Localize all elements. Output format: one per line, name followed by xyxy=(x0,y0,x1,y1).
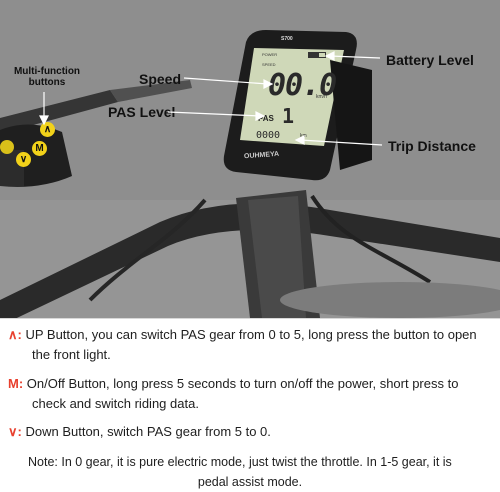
up-text-line1: UP Button, you can switch PAS gear from … xyxy=(21,327,477,342)
button-edge-icon xyxy=(0,140,14,154)
callout-battery-level: Battery Level xyxy=(386,52,474,68)
display-power-label: POWER xyxy=(262,52,278,57)
display-speed-value: 00.0 xyxy=(268,68,337,103)
mode-text-line1: On/Off Button, long press 5 seconds to t… xyxy=(23,376,459,391)
note-line1: Note: In 0 gear, it is pure electric mod… xyxy=(28,455,452,469)
callout-multi-function-line2: buttons xyxy=(28,77,66,88)
instruction-up: ∧: UP Button, you can switch PAS gear fr… xyxy=(0,325,500,365)
instruction-down: ∨: Down Button, switch PAS gear from 5 t… xyxy=(0,422,500,442)
callout-trip-distance: Trip Distance xyxy=(388,138,476,154)
up-symbol: ∧: xyxy=(8,327,22,342)
display-pas-label: PAS xyxy=(258,114,274,123)
mode-text-line2: check and switch riding data. xyxy=(32,396,199,411)
callout-multi-function: Multi-function buttons xyxy=(4,66,90,88)
down-button[interactable]: ∨ xyxy=(16,152,31,167)
callout-pas-level: PAS Level xyxy=(108,104,176,120)
up-button[interactable]: ∧ xyxy=(40,122,55,137)
battery-icon xyxy=(308,52,326,58)
display-speed-unit: km/h xyxy=(316,94,327,100)
callout-speed: Speed xyxy=(139,71,182,87)
display-trip-value: 0000 xyxy=(256,130,281,141)
down-text-line1: Down Button, switch PAS gear from 5 to 0… xyxy=(21,424,271,439)
display-pas-value: 1 xyxy=(282,104,295,128)
handlebar xyxy=(0,203,500,318)
up-text-line2: the front light. xyxy=(32,347,111,362)
callout-multi-function-line1: Multi-function xyxy=(13,66,81,77)
display-model: S700 xyxy=(281,36,293,42)
brake-lever xyxy=(0,90,118,134)
note: Note: In 0 gear, it is pure electric mod… xyxy=(0,452,500,492)
ebike-handlebar-illustration xyxy=(0,30,500,318)
product-photo: S700 POWER SPEED 00.0 km/h PAS 1 0000 km… xyxy=(0,0,500,318)
instruction-mode: M: On/Off Button, long press 5 seconds t… xyxy=(0,374,500,414)
mode-symbol: M: xyxy=(8,376,24,391)
mode-button[interactable]: M xyxy=(32,141,47,156)
display-speed-label: SPEED xyxy=(262,62,276,67)
down-symbol: ∨: xyxy=(8,424,22,439)
callout-pointers xyxy=(39,51,383,146)
divider xyxy=(0,318,500,319)
note-line2: pedal assist mode. xyxy=(197,475,303,489)
